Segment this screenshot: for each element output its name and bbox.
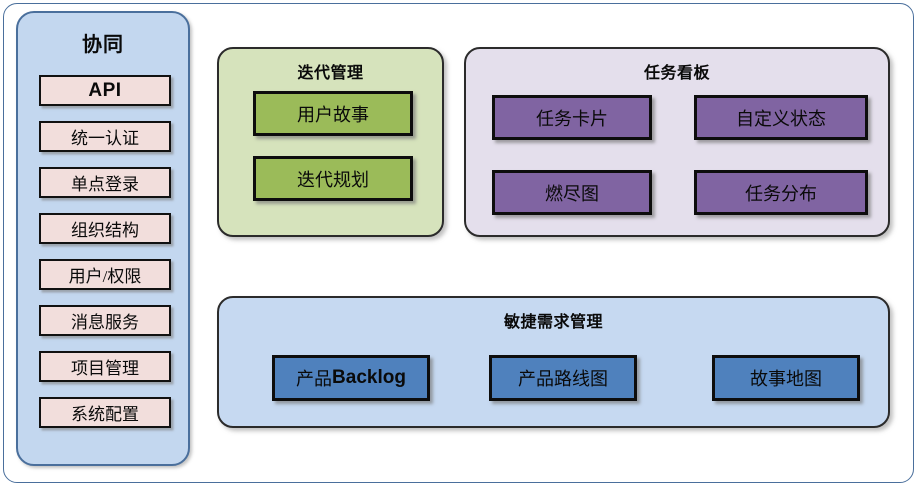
node-story-map[interactable]: 故事地图: [712, 355, 860, 401]
node-iteration-planning[interactable]: 迭代规划: [253, 156, 413, 201]
outer-frame: [3, 3, 914, 483]
sidebar-item-unified-auth[interactable]: 统一认证: [39, 121, 171, 152]
node-product-roadmap[interactable]: 产品路线图: [489, 355, 637, 401]
panel-title-taskboard: 任务看板: [643, 65, 710, 82]
panel-title-requirements: 敏捷需求管理: [503, 314, 603, 331]
sidebar-item-sso[interactable]: 单点登录: [39, 167, 171, 198]
sidebar-item-system-config[interactable]: 系统配置: [39, 397, 171, 428]
sidebar-item-project-mgmt[interactable]: 项目管理: [39, 351, 171, 382]
node-burndown-chart[interactable]: 燃尽图: [492, 170, 652, 215]
panel-task-board[interactable]: 任务看板 任务卡片 自定义状态 燃尽图 任务分布: [464, 47, 890, 237]
node-task-card[interactable]: 任务卡片: [492, 95, 652, 140]
sidebar-item-message-service[interactable]: 消息服务: [39, 305, 171, 336]
node-user-story[interactable]: 用户故事: [253, 91, 413, 136]
sidebar-item-api[interactable]: API: [39, 75, 171, 106]
node-product-backlog-cjk: 产品: [296, 369, 333, 389]
panel-title-iteration: 迭代管理: [297, 65, 364, 82]
node-product-backlog-latin: Backlog: [332, 367, 406, 388]
sidebar-panel-collaboration[interactable]: 协同 API 统一认证 单点登录 组织结构 用户/权限 消息服务 项目管理 系统…: [16, 11, 190, 466]
node-task-distribution[interactable]: 任务分布: [694, 170, 868, 215]
sidebar-title: 协同: [82, 34, 124, 56]
node-custom-status[interactable]: 自定义状态: [694, 95, 868, 140]
sidebar-item-org-structure[interactable]: 组织结构: [39, 213, 171, 244]
panel-iteration-management[interactable]: 迭代管理 用户故事 迭代规划: [217, 47, 444, 237]
sidebar-item-user-permission[interactable]: 用户/权限: [39, 259, 171, 290]
